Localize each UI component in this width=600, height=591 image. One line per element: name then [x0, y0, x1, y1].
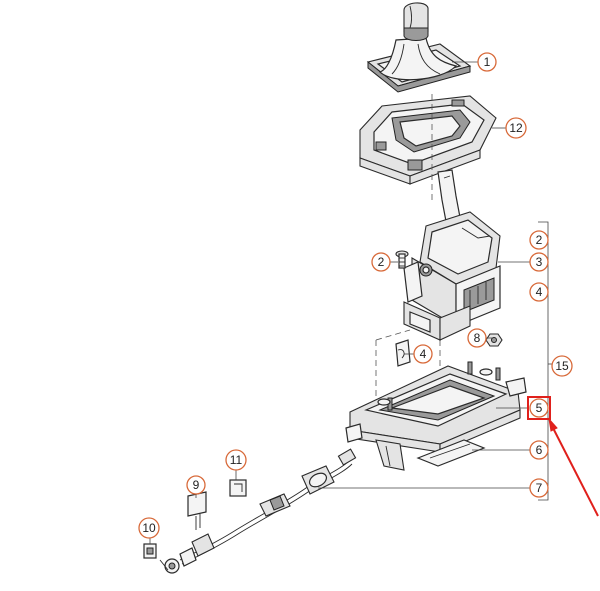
- callout-8: 8: [467, 328, 487, 348]
- callout-10: 10: [138, 517, 160, 539]
- callout-6: 6: [529, 440, 549, 460]
- svg-text:2: 2: [536, 233, 543, 247]
- callout-4-group: 4: [529, 282, 549, 302]
- callout-15: 15: [551, 355, 573, 377]
- insulation-pad-part: [416, 439, 486, 467]
- callout-5-highlighted: 5: [527, 396, 551, 420]
- callout-3: 3: [529, 252, 549, 272]
- screw-part: [395, 250, 409, 269]
- callout-7: 7: [529, 478, 549, 498]
- svg-text:4: 4: [420, 347, 427, 361]
- svg-text:2: 2: [378, 255, 385, 269]
- svg-text:11: 11: [230, 453, 243, 467]
- selector-mechanism-part: [403, 169, 501, 341]
- svg-text:6: 6: [536, 443, 543, 457]
- svg-text:4: 4: [536, 285, 543, 299]
- svg-text:1: 1: [484, 55, 491, 69]
- base-housing-part: [345, 361, 527, 471]
- svg-text:9: 9: [193, 478, 200, 492]
- callout-1: 1: [477, 52, 497, 72]
- bracket-clip-part: [187, 491, 207, 530]
- svg-text:10: 10: [142, 521, 156, 535]
- svg-text:8: 8: [474, 331, 481, 345]
- svg-text:12: 12: [509, 121, 523, 135]
- alignment-line: [375, 329, 411, 341]
- locking-clip-part: [229, 479, 247, 497]
- callout-4-clip: 4: [413, 344, 433, 364]
- shift-cable-part: [159, 448, 357, 574]
- nut-part: [485, 333, 503, 347]
- callout-2-group: 2: [529, 230, 549, 250]
- trim-frame-part: [359, 95, 497, 185]
- svg-text:5: 5: [536, 401, 543, 415]
- svg-text:7: 7: [536, 481, 543, 495]
- spring-clip-part: [395, 339, 411, 367]
- svg-text:3: 3: [536, 255, 543, 269]
- callout-12: 12: [505, 117, 527, 139]
- svg-text:15: 15: [555, 359, 569, 373]
- callout-2-screw: 2: [371, 252, 391, 272]
- highlight-arrow: [548, 417, 599, 517]
- callout-9: 9: [186, 475, 206, 495]
- highlight-box: [527, 396, 551, 420]
- shift-knob-boot-part: [366, 2, 472, 93]
- group-bracket: [538, 221, 549, 501]
- retaining-clip-part: [143, 543, 157, 559]
- callout-11: 11: [225, 449, 247, 471]
